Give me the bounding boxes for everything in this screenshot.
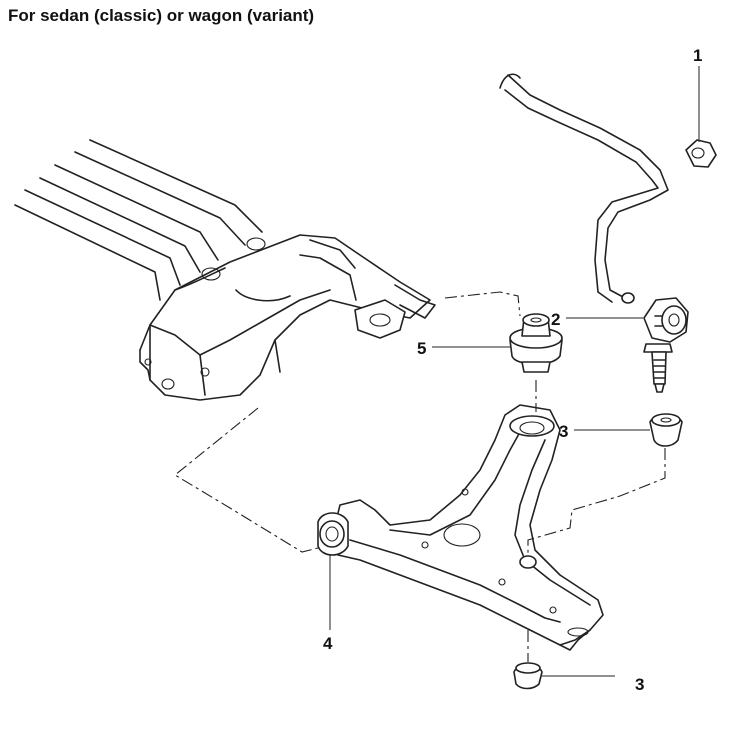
stabilizer-link [643,297,689,393]
front-bushing [317,512,349,556]
bonded-rubber-bushing [509,313,563,373]
assembly-lines [174,291,666,662]
control-arm [329,404,604,651]
nut [685,139,717,168]
stabilizer-bar [499,73,669,304]
callout-1: 1 [693,46,702,65]
rubber-bushing-upper [649,413,683,447]
diagram-title: For sedan (classic) or wagon (variant) [8,6,315,25]
callout-4: 4 [323,634,333,653]
callout-3-upper: 3 [559,422,568,441]
callout-3-lower: 3 [635,675,644,694]
leader-lines [329,66,700,677]
callout-5: 5 [417,339,426,358]
subframe [14,139,436,401]
callout-2: 2 [551,310,560,329]
rubber-bushing-lower [513,662,543,690]
